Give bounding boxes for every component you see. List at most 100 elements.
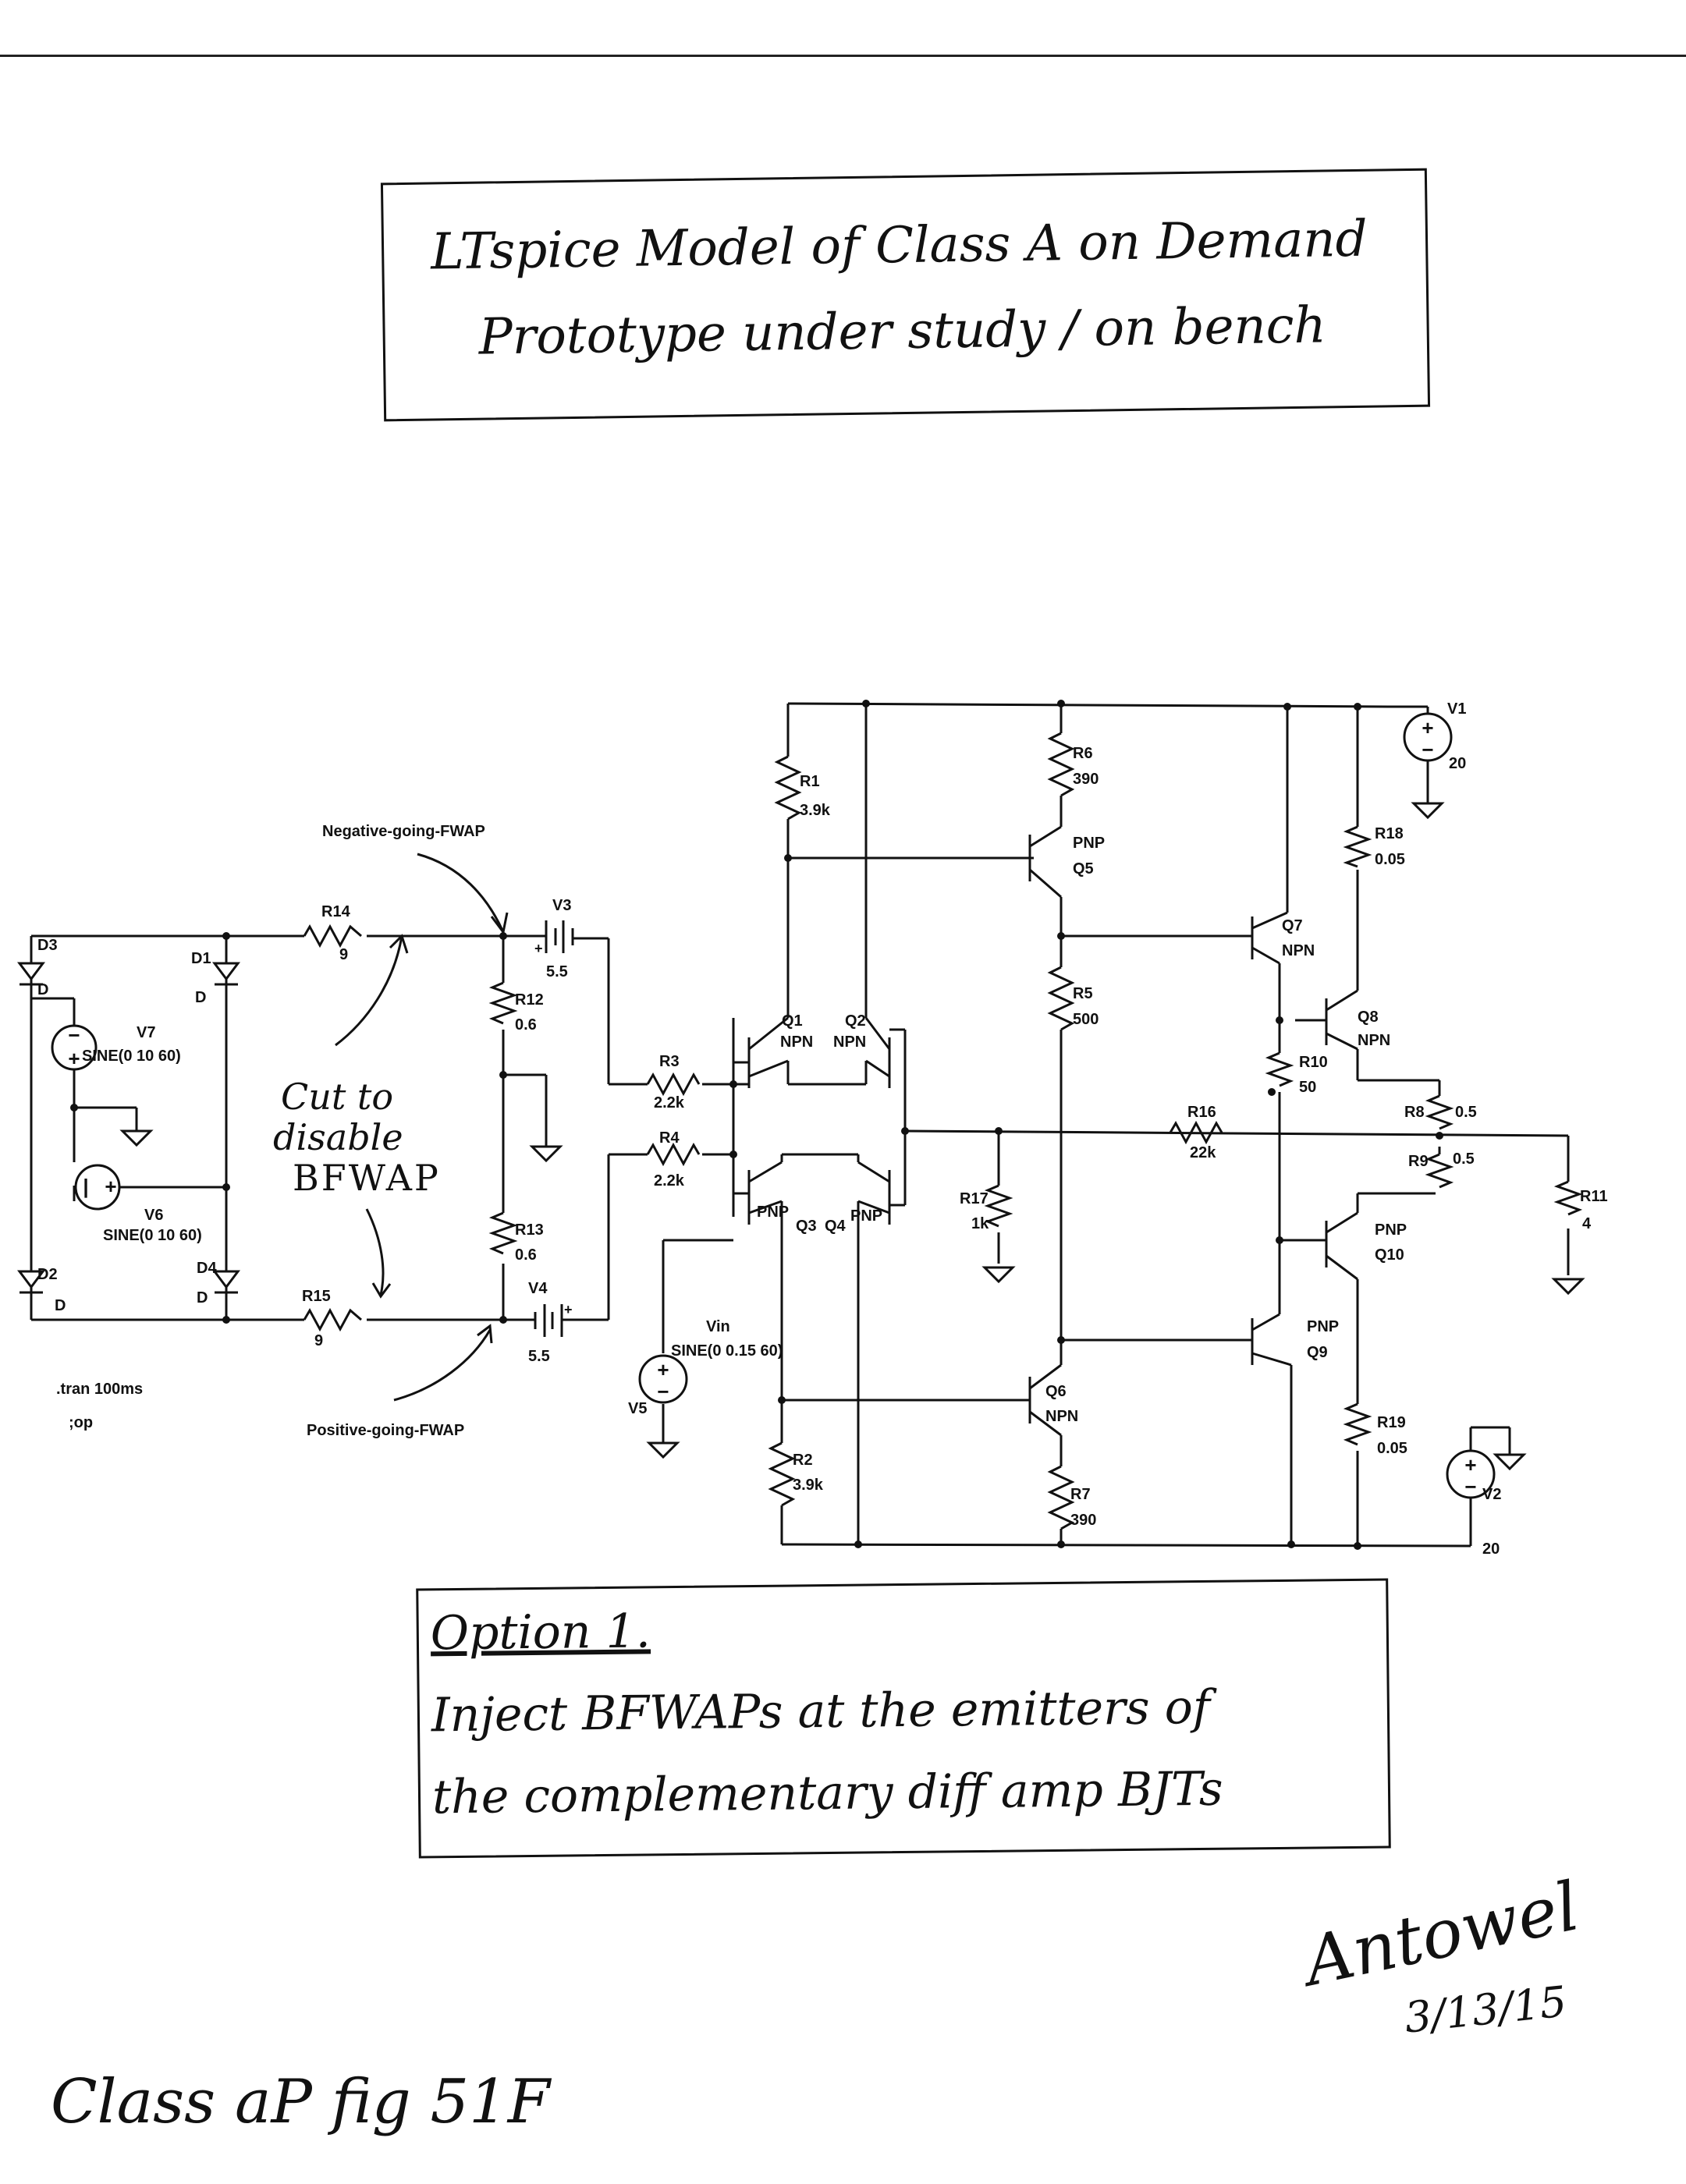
transistor-q6 (1028, 1363, 1062, 1437)
label-q9-type: PNP (1307, 1318, 1339, 1335)
label-r7-name: R7 (1070, 1486, 1091, 1503)
label-q8-type: NPN (1358, 1032, 1390, 1049)
resistor-r11 (1553, 1180, 1583, 1216)
label-q1-type: NPN (780, 1034, 813, 1051)
label-v6-name: V6 (144, 1207, 163, 1224)
label-q5-name: Q5 (1073, 860, 1094, 878)
label-q2-name: Q2 (845, 1012, 866, 1030)
label-q6-type: NPN (1045, 1408, 1078, 1425)
label-r8-value: 0.5 (1455, 1104, 1477, 1121)
label-v3-plus: + (534, 941, 543, 956)
arrow-cut-up (335, 935, 403, 1047)
diode-d2 (17, 1270, 45, 1299)
transistor-q4 (782, 1153, 905, 1225)
label-q1-name: Q1 (782, 1012, 803, 1030)
label-v2-name: V2 (1482, 1486, 1501, 1503)
battery-v4 (531, 1304, 577, 1337)
label-d2-model: D (55, 1297, 66, 1314)
label-v6-value: SINE(0 10 60) (103, 1227, 202, 1244)
schematic-wires (30, 702, 1570, 1548)
source-polarity-marks: +− +− +− −+ |+ (68, 716, 1476, 1498)
resistor-r7 (1047, 1465, 1075, 1530)
label-r13-value: 0.6 (515, 1246, 537, 1264)
label-r15-value: 9 (314, 1332, 323, 1349)
label-r2-name: R2 (793, 1452, 813, 1469)
label-d1-name: D1 (191, 950, 211, 967)
label-r17-value: 1k (971, 1215, 989, 1232)
transistor-q2 (788, 1017, 905, 1088)
source-v6 (74, 1164, 121, 1211)
cut-note: Cut to disable BFWAP (273, 1076, 441, 1198)
label-q7-type: NPN (1282, 942, 1315, 959)
label-v2-value: 20 (1482, 1540, 1500, 1558)
transistors (733, 825, 1358, 1437)
label-r6-name: R6 (1073, 745, 1093, 762)
label-v3-name: V3 (552, 897, 571, 914)
label-r7-value: 390 (1070, 1512, 1096, 1529)
label-v1-name: V1 (1447, 700, 1466, 718)
label-r6-value: 390 (1073, 771, 1099, 788)
transistor-q8 (1325, 989, 1358, 1051)
label-q2-type: NPN (833, 1034, 866, 1051)
label-r16-value: 22k (1190, 1144, 1216, 1161)
diode-d1 (212, 962, 240, 991)
label-q10-name: Q10 (1375, 1246, 1404, 1264)
option-line-2: Inject BFWAPs at the emitters of (431, 1679, 1211, 1743)
label-r16-name: R16 (1187, 1104, 1216, 1121)
svg-text:−: − (68, 1023, 80, 1047)
svg-text:+: + (105, 1175, 116, 1198)
resistor-r10 (1265, 1051, 1294, 1087)
svg-text:−: − (1422, 738, 1433, 761)
resistor-r19 (1343, 1402, 1372, 1446)
label-v7-name: V7 (137, 1024, 155, 1041)
resistor-r2 (768, 1441, 796, 1507)
label-v5-value: SINE(0 0.15 60) (671, 1342, 783, 1360)
label-r5-name: R5 (1073, 985, 1093, 1002)
diode-d3 (17, 962, 45, 991)
source-v1 (1403, 712, 1453, 762)
schematic-labels: V1 20 R1 3.9k R6 390 PNP Q5 R18 0.05 Q7 … (37, 700, 1608, 1558)
cut-note-line-3: BFWAP (293, 1157, 441, 1199)
label-neg-fwap: Negative-going-FWAP (322, 823, 485, 840)
transistor-q10 (1319, 1211, 1358, 1281)
battery-v3 (531, 920, 609, 953)
label-v1-value: 20 (1449, 755, 1466, 772)
label-r3-value: 2.2k (654, 1094, 685, 1112)
label-pos-fwap: Positive-going-FWAP (307, 1422, 464, 1439)
label-op-directive: ;op (69, 1414, 93, 1431)
resistor-r15 (303, 1307, 362, 1332)
arrow-cut-down (365, 1208, 385, 1296)
arrow-neg-fwap (417, 853, 505, 933)
svg-text:+: + (1422, 716, 1433, 739)
label-r5-value: 500 (1073, 1011, 1099, 1028)
label-d3-name: D3 (37, 937, 58, 954)
label-r3-name: R3 (659, 1053, 680, 1070)
svg-text:−: − (1464, 1475, 1476, 1498)
resistor-r1 (774, 755, 802, 821)
label-v4-name: V4 (528, 1280, 548, 1297)
label-r15-name: R15 (302, 1288, 331, 1305)
label-r18-value: 0.05 (1375, 851, 1405, 868)
label-d1-model: D (195, 989, 206, 1006)
label-v7-value: SINE(0 10 60) (82, 1048, 181, 1065)
label-vin: Vin (706, 1318, 730, 1335)
label-d4-model: D (197, 1289, 208, 1306)
label-d2-name: D2 (37, 1266, 58, 1283)
label-r12-value: 0.6 (515, 1016, 537, 1034)
label-v5-name: V5 (628, 1400, 647, 1417)
batteries (531, 920, 609, 1337)
svg-text:−: − (657, 1380, 669, 1403)
resistor-r6 (1047, 732, 1075, 797)
label-r9-value: 0.5 (1453, 1150, 1475, 1168)
label-v4-plus: + (564, 1302, 573, 1317)
label-v3-value: 5.5 (546, 963, 568, 980)
label-r1-value: 3.9k (800, 802, 831, 819)
transistor-q1 (733, 1016, 790, 1088)
transistor-q9 (1251, 1248, 1292, 1367)
transistor-q5 (1028, 825, 1062, 899)
label-r2-value: 3.9k (793, 1477, 824, 1494)
label-r8-name: R8 (1404, 1104, 1425, 1121)
page-top-rule (0, 55, 1686, 57)
transistor-q7 (1251, 911, 1288, 965)
source-v7 (51, 1024, 98, 1071)
